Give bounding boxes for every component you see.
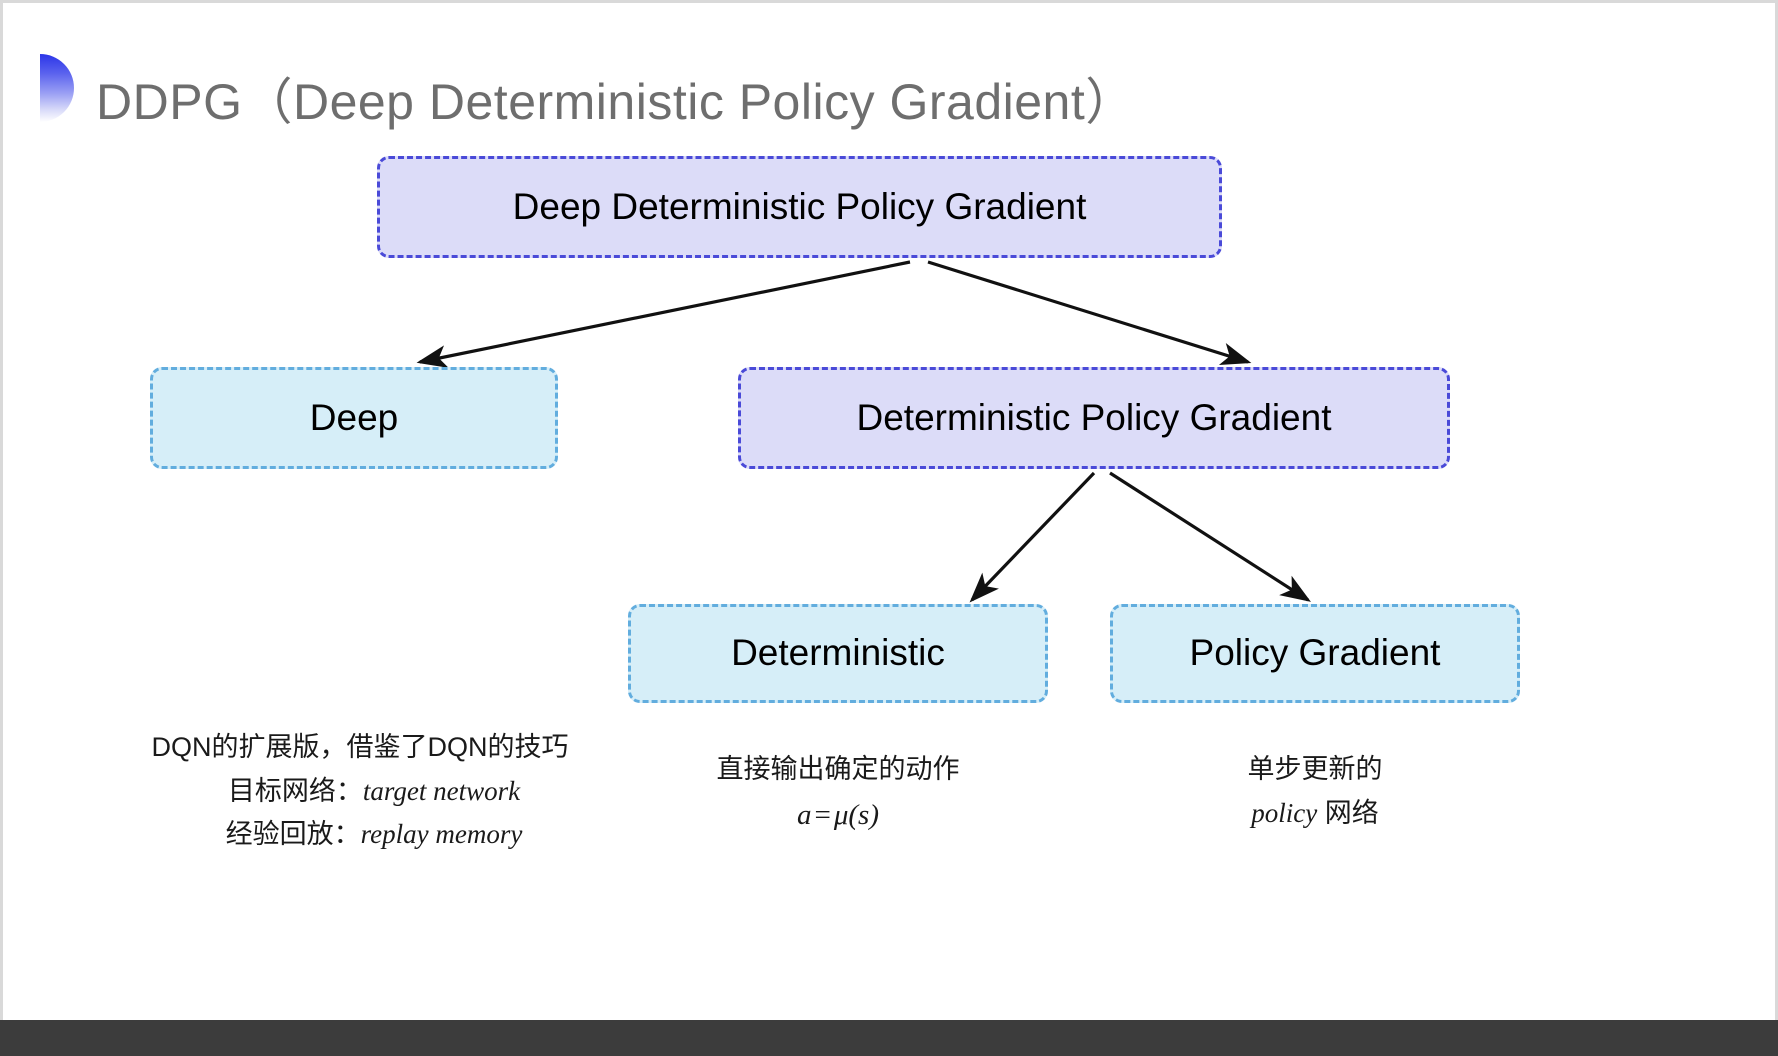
annotation-deterministic-line1: 直接输出确定的动作 [716,754,960,784]
annotation-deep-line3-label: 经验回放： [225,819,361,850]
node-deep-label: Deep [309,396,399,438]
slide-border-right [1775,0,1778,1020]
annotation-deep-line2-term: target network [362,775,521,806]
annotation-deterministic-formula: a=μ(s) [648,792,1028,839]
annotation-policy-gradient-term: policy [1251,797,1318,828]
node-deterministic-label: Deterministic [731,632,945,674]
half-circle-gradient-icon [40,54,74,122]
formula-rhs: μ(s) [833,798,880,831]
annotation-deep-line1: DQN的扩展版，借鉴了DQN的技巧 [151,732,569,762]
node-ddpg[interactable]: Deep Deterministic Policy Gradient [377,156,1222,258]
node-ddpg-label: Deep Deterministic Policy Gradient [512,185,1087,227]
node-policy-gradient-label: Policy Gradient [1189,632,1441,674]
annotation-policy-gradient: 单步更新的 policy 网络 [1125,748,1505,835]
slide-footer-bar [0,1020,1778,1056]
annotation-deep: DQN的扩展版，借鉴了DQN的技巧 目标网络：target network 经验… [70,726,650,857]
edge-dpg-deterministic [969,471,1096,603]
annotation-policy-gradient-suffix: 网络 [1317,797,1379,828]
slide-border-top [0,0,1778,3]
node-deterministic[interactable]: Deterministic [628,604,1048,703]
annotation-deep-line2: 目标网络：target network [70,770,650,814]
annotation-deep-line2-label: 目标网络： [227,775,363,806]
annotation-deep-line3-term: replay memory [360,819,523,850]
annotation-deep-line3: 经验回放：replay memory [70,813,650,857]
node-deep[interactable]: Deep [150,367,558,469]
edge-ddpg-dpg [927,260,1252,365]
annotation-policy-gradient-line2: policy 网络 [1125,792,1505,836]
node-policy-gradient[interactable]: Policy Gradient [1110,604,1520,703]
node-deterministic-policy-gradient[interactable]: Deterministic Policy Gradient [738,367,1450,469]
page-title: DDPG（Deep Deterministic Policy Gradient） [96,74,1136,130]
node-dpg-label: Deterministic Policy Gradient [856,396,1332,438]
annotation-deterministic: 直接输出确定的动作 a=μ(s) [648,748,1028,839]
formula-operator: = [814,798,831,831]
slide-border-left [0,0,3,1020]
edge-dpg-policy-gradient [1109,471,1311,602]
annotation-policy-gradient-line1: 单步更新的 [1247,754,1383,784]
edge-ddpg-deep [416,260,911,368]
formula-lhs: a [796,798,812,831]
